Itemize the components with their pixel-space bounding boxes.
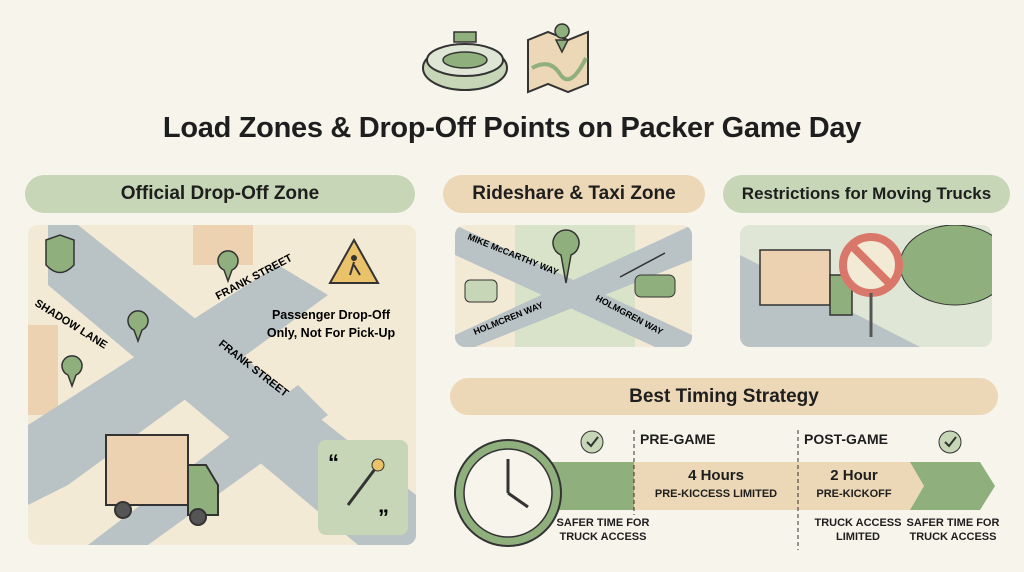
location-pin-icon <box>552 229 580 284</box>
police-badge-icon <box>45 234 75 274</box>
clock-icon <box>454 439 562 547</box>
pre-game-note: PRE-KICCESS LIMITED <box>654 488 778 500</box>
car-icon <box>634 274 676 298</box>
no-entry-icon <box>839 233 903 337</box>
post-game-segment <box>798 462 924 510</box>
svg-text:“: “ <box>328 450 339 475</box>
road-shadow-lane <box>28 265 328 505</box>
timing-heading: Best Timing Strategy <box>450 378 998 415</box>
moving-truck-icon <box>759 249 853 316</box>
safe-segment-left <box>550 462 634 510</box>
arrow-icon <box>619 252 666 278</box>
dropoff-map: FRANK STREET SHADOW LANE FRANK STREET Pa… <box>28 225 416 545</box>
post-game-note: PRE-KICKOFF <box>816 488 892 500</box>
pre-game-duration: 4 Hours <box>688 467 744 484</box>
location-pin-icon <box>61 250 239 389</box>
pre-game-segment <box>634 462 798 510</box>
post-game-duration: 2 Hour <box>830 467 878 484</box>
taxi-icon <box>464 279 498 303</box>
rideshare-heading: Rideshare & Taxi Zone <box>443 175 705 213</box>
header-icons <box>422 23 589 94</box>
stadium-icon <box>422 31 508 91</box>
trucks-heading: Restrictions for Moving Trucks <box>723 175 1010 213</box>
map-icon <box>527 23 589 94</box>
post-game-label: POST-GAME <box>804 431 889 447</box>
safety-pin-quote-icon: “” <box>318 440 408 535</box>
trucks-illustration <box>740 225 992 347</box>
timing-timeline <box>454 430 995 550</box>
moving-truck-icon <box>105 434 219 526</box>
pre-game-label: PRE-GAME <box>640 431 716 447</box>
rideshare-map: MIKE McCARTHY WAY HOLMCREN WAY HOLMGREN … <box>455 225 692 347</box>
check-icon <box>580 430 604 454</box>
pedestrian-warning-icon <box>328 237 380 284</box>
dropoff-note-line2: Only, Not For Pick-Up <box>267 326 396 340</box>
page-title: Load Zones & Drop-Off Points on Packer G… <box>162 112 862 144</box>
dropoff-heading: Official Drop-Off Zone <box>25 175 415 213</box>
dropoff-note-line1: Passenger Drop-Off <box>272 308 391 322</box>
check-icon <box>938 430 962 454</box>
safe-segment-right <box>910 462 995 510</box>
svg-text:”: ” <box>378 505 389 530</box>
